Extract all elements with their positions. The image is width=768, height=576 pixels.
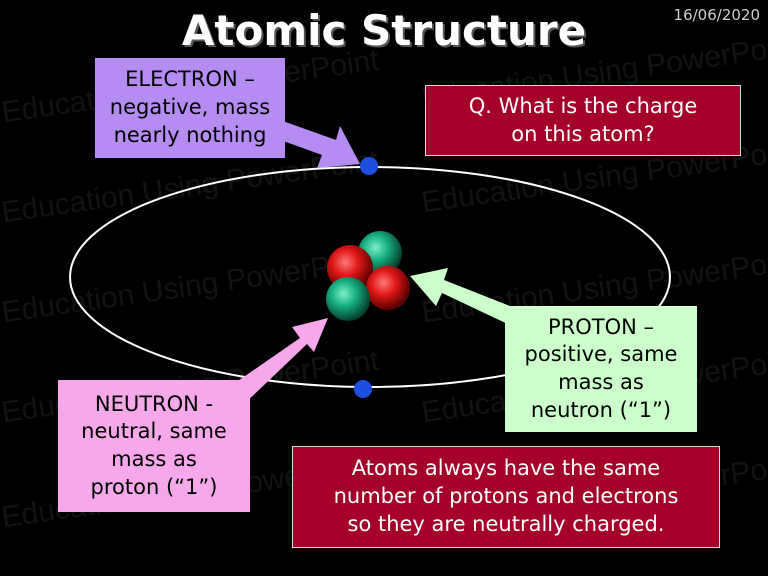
- neutron-label-line: NEUTRON -: [94, 391, 214, 416]
- answer-box: Atoms always have the same number of pro…: [292, 446, 720, 548]
- neutron-particle: [326, 277, 370, 321]
- electron-label-line: ELECTRON –: [125, 67, 255, 92]
- proton-label-line: neutron (“1”): [530, 397, 672, 422]
- proton-particle: [366, 266, 410, 310]
- question-line: on this atom?: [511, 121, 655, 146]
- proton-label-line: positive, same: [524, 342, 678, 367]
- answer-line: Atoms always have the same: [351, 456, 661, 481]
- proton-label-box: PROTON – positive, same mass as neutron …: [505, 306, 697, 432]
- neutron-label-line: proton (“1”): [90, 474, 218, 499]
- question-box: Q. What is the charge on this atom?: [425, 85, 741, 156]
- neutron-label-line: mass as: [111, 447, 197, 471]
- answer-line: so they are neutrally charged.: [347, 511, 665, 536]
- slide-title: Atomic Structure: [181, 6, 587, 55]
- neutron-label-line: neutral, same: [81, 419, 227, 444]
- electron-label-line: nearly nothing: [113, 122, 267, 147]
- electron-label-box: ELECTRON – negative, mass nearly nothing: [95, 58, 285, 158]
- proton-label-line: mass as: [558, 370, 644, 394]
- proton-arrow: [410, 268, 520, 326]
- electron-dot: [360, 157, 378, 175]
- proton-label-line: PROTON –: [547, 314, 655, 339]
- electron-label-line: negative, mass: [109, 95, 271, 120]
- electron-dot: [354, 380, 372, 398]
- electron-arrow: [275, 120, 360, 168]
- question-line: Q. What is the charge: [468, 93, 698, 118]
- slide-date: 16/06/2020: [673, 6, 760, 24]
- neutron-label-box: NEUTRON - neutral, same mass as proton (…: [58, 380, 250, 512]
- answer-line: number of protons and electrons: [333, 484, 679, 509]
